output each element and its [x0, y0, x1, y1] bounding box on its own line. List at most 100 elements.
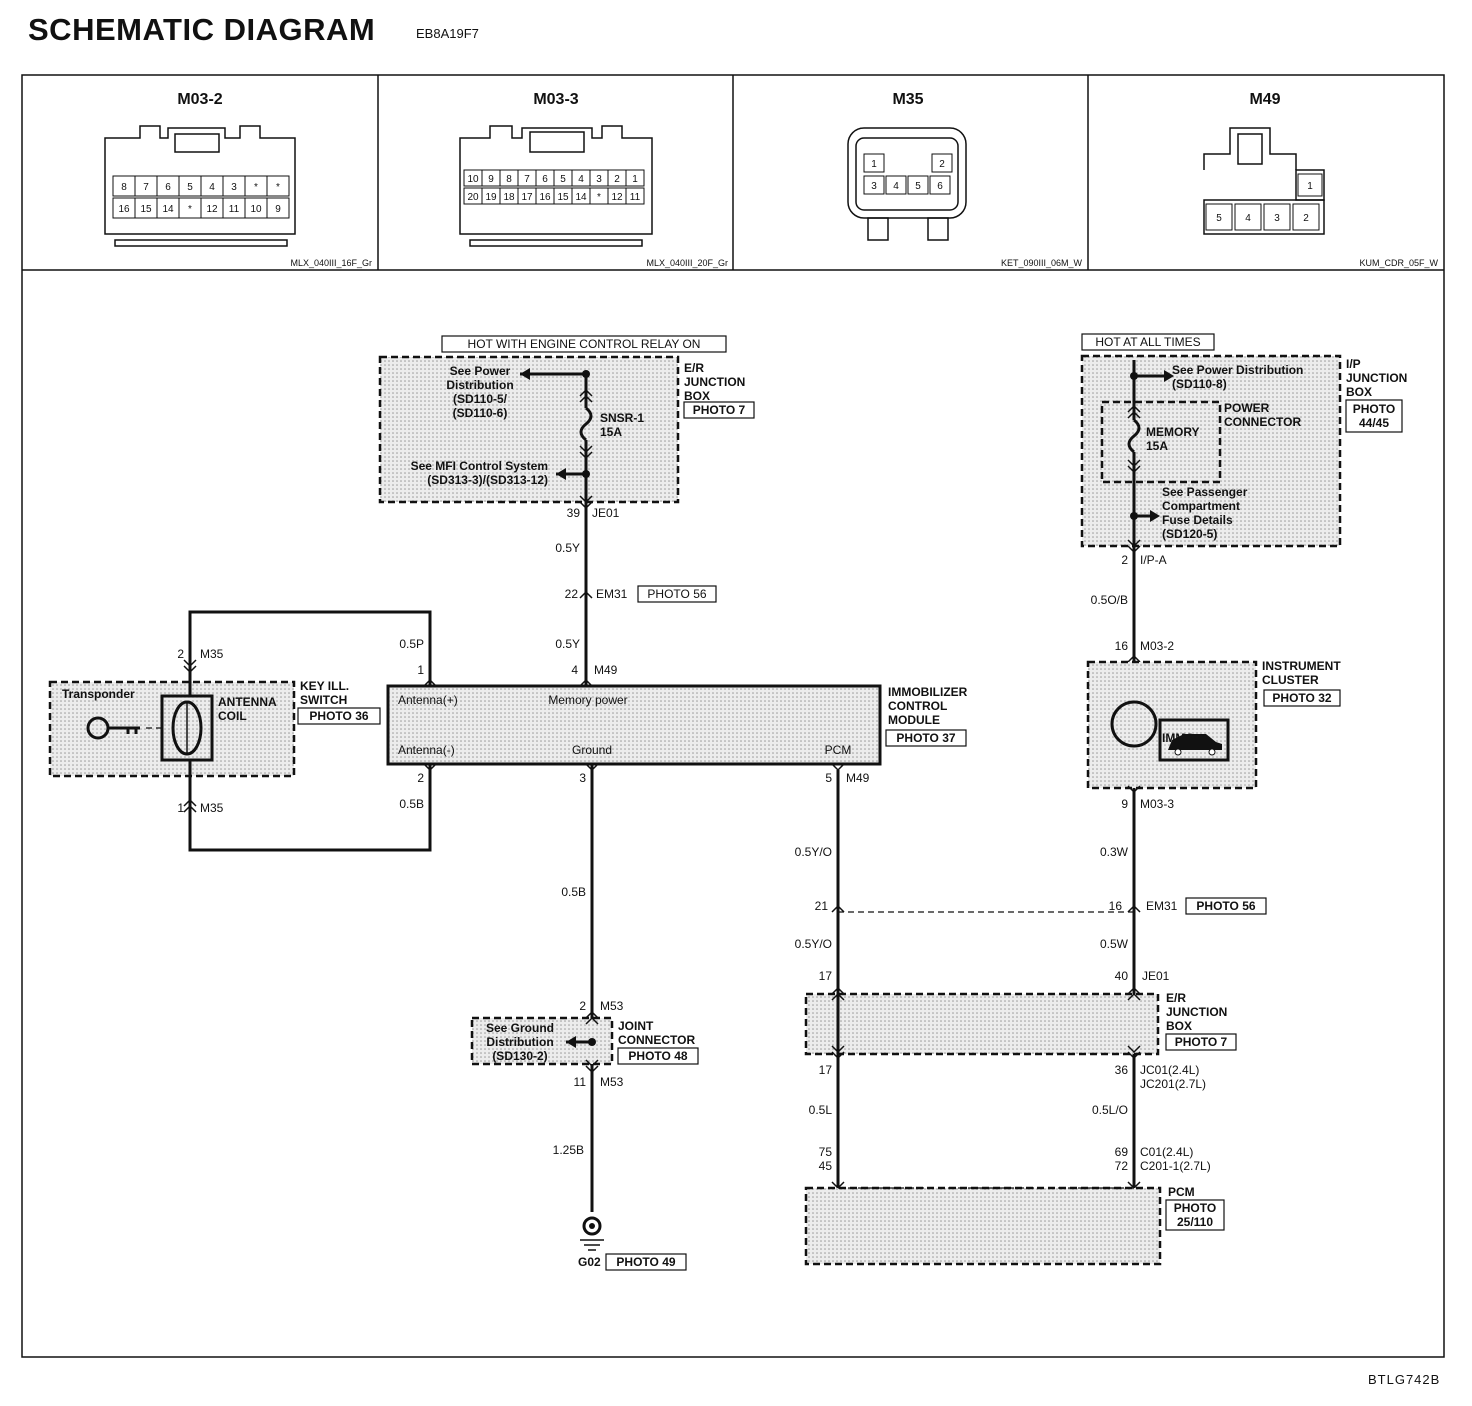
see-power-line: See Power	[450, 364, 511, 378]
photo-box	[297, 707, 381, 725]
pin-label: 3	[596, 174, 602, 185]
connector-chevron	[831, 1045, 845, 1060]
pin-number: 4	[571, 663, 578, 677]
connector-leg	[927, 217, 949, 241]
photo-label: PHOTO 32	[1272, 691, 1331, 705]
photo-label: PHOTO 56	[647, 587, 706, 601]
see-ground-line: (SD130-2)	[492, 1049, 547, 1063]
pin-number: 69	[1115, 1145, 1129, 1159]
photo-box	[617, 1047, 699, 1065]
connector-name: M35	[892, 91, 923, 108]
connector-body	[1203, 199, 1325, 235]
power-connector-label: CONNECTOR	[1224, 415, 1301, 429]
car-icon-frame	[1158, 718, 1230, 762]
arrow-icon	[1150, 510, 1160, 522]
connector-label: JC01(2.4L)	[1140, 1063, 1199, 1077]
connector-chevron	[1127, 459, 1141, 474]
ip-junction-box: HOT AT ALL TIMES See Power Distribution …	[1080, 333, 1407, 1130]
left-power-wire: 0.5Y 22 EM31 PHOTO 56 0.5Y 4 M49 0.5P 1	[188, 512, 717, 687]
car-icon	[1168, 734, 1222, 750]
connector-part: KET_090III_06M_W	[1001, 258, 1083, 268]
pin-label: 16	[539, 192, 551, 203]
immobilizer-control-module: Antenna(+) Memory power Antenna(-) Groun…	[188, 684, 968, 852]
wire-color: 0.5Y	[555, 541, 580, 555]
pin-number: 45	[819, 1159, 833, 1173]
fuse-label: SNSR-1	[600, 411, 644, 425]
connector-label: M03-3	[1140, 797, 1174, 811]
page-title: SCHEMATIC DIAGRAM	[28, 12, 376, 47]
module-name: CONTROL	[888, 699, 947, 713]
connector-label: M35	[200, 647, 224, 661]
arrow-icon	[520, 368, 530, 380]
pin-label: 19	[485, 192, 497, 203]
ground-path: 0.5B 2 M53 See Ground Distribution (SD13…	[470, 764, 699, 1271]
wire-color: 0.3W	[1100, 845, 1129, 859]
connector-chevron	[1127, 1045, 1141, 1060]
connector-part: MLX_040III_16F_Gr	[290, 258, 372, 268]
connector-face	[855, 137, 959, 211]
pin-cell	[625, 187, 645, 205]
connector-label: M53	[600, 1075, 624, 1089]
connector-chevron	[579, 445, 593, 460]
connector-housing	[847, 127, 967, 219]
connector-latch	[174, 133, 220, 153]
wire-color: 0.5B	[561, 885, 586, 899]
connector-label: I/P-A	[1140, 553, 1167, 567]
photo-label: PHOTO 49	[616, 1255, 675, 1269]
joint-outline	[470, 1016, 614, 1066]
pin-label: *	[597, 192, 601, 203]
pin-label: 7	[524, 174, 530, 185]
see-power-line: (SD110-8)	[1172, 377, 1227, 391]
er-box2-shade	[806, 994, 1158, 1054]
junction-label: I/P	[1346, 357, 1361, 371]
car-wheel-icon	[1208, 748, 1216, 756]
pin-label: 11	[630, 192, 641, 203]
pin-label: 3	[231, 182, 237, 193]
pin-memory-power: Memory power	[548, 693, 627, 707]
switch-name: SWITCH	[300, 693, 347, 707]
pin-number: 2	[417, 771, 424, 785]
see-power-line: (SD110-5/	[453, 392, 508, 406]
pin-label: 9	[275, 204, 281, 215]
pin-number: 2	[579, 999, 586, 1013]
connector-label: M35	[200, 801, 224, 815]
photo-box	[1185, 897, 1267, 915]
pin-label: 6	[937, 181, 943, 192]
pin-label: 7	[143, 182, 149, 193]
connector-body	[1295, 169, 1325, 201]
pin-label: *	[276, 182, 280, 193]
connector-chevron	[1127, 539, 1141, 554]
hot-label: HOT WITH ENGINE CONTROL RELAY ON	[468, 337, 701, 351]
junction-label: E/R	[684, 361, 704, 375]
wire	[188, 764, 432, 852]
connector-name: M49	[1249, 91, 1280, 108]
fuse-rating: 15A	[1146, 439, 1168, 453]
photo-label: PHOTO 7	[1175, 1035, 1228, 1049]
pcm-shade	[806, 1188, 1160, 1264]
cluster-outline	[1086, 660, 1258, 790]
pin-label: 12	[206, 204, 218, 215]
er-box-outline	[378, 355, 680, 504]
pin-number: 75	[819, 1145, 833, 1159]
pin-label: 5	[1216, 213, 1222, 224]
ip-box-shade	[1082, 356, 1340, 546]
photo-label: PHOTO 56	[1196, 899, 1255, 913]
ground-label: G02	[578, 1255, 601, 1269]
connector-label: C201-1(2.7L)	[1140, 1159, 1211, 1173]
connector-chevron	[183, 798, 197, 813]
pin-number: 17	[819, 1063, 833, 1077]
key-icon	[108, 726, 140, 734]
pin-cell	[907, 175, 929, 195]
pin-label: 10	[467, 174, 479, 185]
pin-label: 18	[503, 192, 515, 203]
fuse-icon	[1127, 418, 1141, 454]
connector-label: M53	[600, 999, 624, 1013]
pin-label: 14	[162, 204, 174, 215]
pin-cell	[885, 175, 907, 195]
coil-label: COIL	[218, 709, 247, 723]
pin-label: 1	[1307, 181, 1313, 192]
pin-label: 4	[578, 174, 584, 185]
